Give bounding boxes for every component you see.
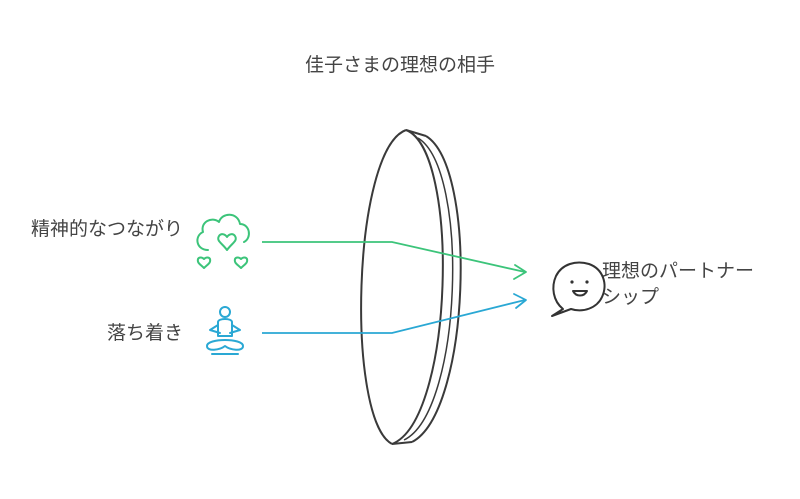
input-label-spiritual-connection: 精神的なつながり xyxy=(30,218,183,240)
lens-icon xyxy=(360,129,462,445)
arrow-calm-to-partnership xyxy=(262,293,527,334)
input-label-calmness: 落ち着き xyxy=(106,322,183,344)
meditation-person-icon xyxy=(206,306,244,355)
output-label-ideal-partnership: 理想のパートナーシップ xyxy=(602,260,755,308)
arrow-spiritual-to-partnership xyxy=(262,241,527,280)
cloud-hearts-icon xyxy=(196,213,250,269)
speech-bubble-smile-icon xyxy=(551,261,606,317)
diagram-title: 佳子さまの理想の相手 xyxy=(304,54,495,76)
